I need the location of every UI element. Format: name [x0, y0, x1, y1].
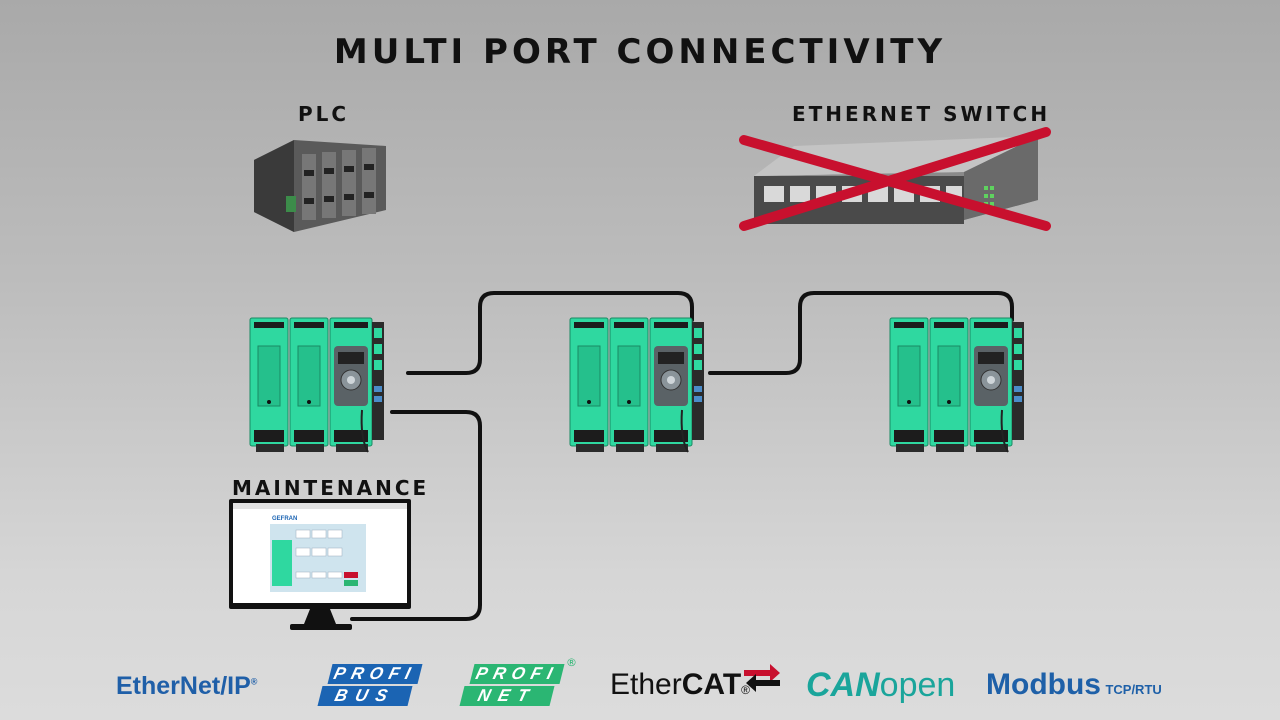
- canopen-part2: open: [879, 666, 956, 704]
- ethercat-part1: Ether: [610, 668, 682, 701]
- ethernet-switch-label: ETHERNET SWITCH: [792, 102, 1051, 126]
- controller-1: [249, 317, 385, 453]
- modbus-logo: Modbus TCP/RTU: [986, 668, 1162, 702]
- profibus-line1: PROFI: [327, 664, 423, 684]
- modbus-part2: TCP/RTU: [1105, 682, 1162, 697]
- ethercat-part2: CAT: [681, 668, 742, 701]
- ethernetip-part1: Ether: [116, 672, 180, 700]
- ethernetip-part2: Net: [179, 672, 221, 700]
- page-title: MULTI PORT CONNECTIVITY: [333, 32, 947, 72]
- modbus-part1: Modbus: [986, 668, 1101, 701]
- cross-out-mark: [739, 127, 1051, 231]
- cable-1-to-2: [406, 291, 694, 375]
- plc-device: [254, 140, 386, 232]
- profinet-logo: PROFI NET ®: [458, 656, 578, 708]
- maintenance-label: MAINTENANCE: [232, 476, 430, 500]
- profibus-line2: BUS: [317, 686, 413, 706]
- cable-to-maintenance: [350, 410, 482, 621]
- profinet-line1: PROFI: [469, 664, 565, 684]
- ethercat-arrow-icon: [744, 664, 780, 692]
- canopen-logo: CANopen: [806, 666, 955, 705]
- controller-2: [569, 317, 705, 453]
- ethernetip-tm: ®: [250, 676, 258, 687]
- profibus-logo: PROFI BUS: [316, 664, 423, 708]
- cable-2-to-3: [708, 291, 1014, 375]
- ethernetip-logo: EtherNet/IP®: [116, 672, 257, 720]
- ethercat-reg: ®: [741, 683, 750, 697]
- controller-3: [889, 317, 1025, 453]
- ethernet-cables: [350, 291, 1014, 621]
- profinet-line2: NET: [459, 686, 555, 706]
- profinet-reg: ®: [566, 656, 577, 669]
- maintenance-monitor: [229, 499, 411, 630]
- ethernetip-part3: /IP: [220, 672, 251, 700]
- canopen-part1: CAN: [806, 666, 880, 704]
- plc-label: PLC: [298, 102, 350, 126]
- screen-brand: GEFRAN: [272, 516, 297, 522]
- ethercat-logo: EtherCAT®: [610, 668, 750, 702]
